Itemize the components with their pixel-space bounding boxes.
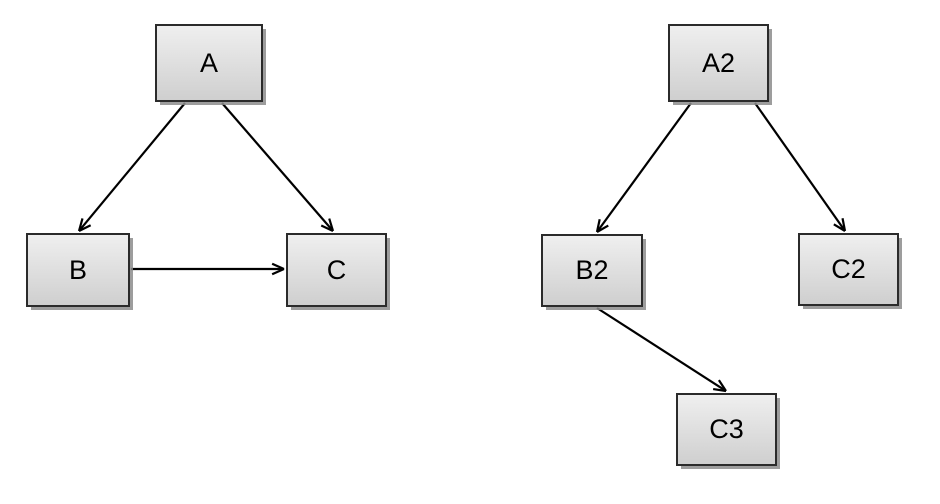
edge-b2-to-c3 — [596, 307, 727, 393]
arrowhead-barb — [271, 267, 285, 276]
edge-line — [221, 102, 333, 231]
edge-b-to-c — [131, 262, 285, 276]
node-label: C2 — [831, 254, 866, 284]
edge-a2-to-c2 — [754, 102, 847, 232]
node-b2[interactable]: B2 — [541, 234, 643, 307]
node-a[interactable]: A — [155, 24, 263, 102]
node-c2[interactable]: C2 — [798, 233, 899, 306]
node-a2[interactable]: A2 — [668, 24, 769, 102]
edge-a-to-b — [77, 102, 186, 232]
edge-line — [754, 102, 846, 231]
arrowhead-barb — [320, 224, 334, 232]
node-label: C — [326, 254, 347, 285]
arrowhead-barb — [596, 224, 609, 233]
node-label: A2 — [701, 47, 736, 78]
edge-a-to-c — [221, 102, 335, 232]
arrowhead-barb — [717, 379, 727, 392]
node-label: B2 — [575, 255, 609, 285]
node-label: C3 — [709, 414, 744, 444]
edge-line — [596, 102, 692, 232]
edge-line — [79, 102, 186, 231]
arrowhead-barb — [712, 387, 727, 393]
arrowhead-barb — [271, 262, 285, 271]
node-label: B — [68, 254, 87, 285]
edge-line — [596, 307, 726, 392]
arrowhead-barb — [595, 219, 601, 233]
node-label: A — [199, 47, 218, 78]
arrowhead-barb — [78, 224, 92, 232]
node-b[interactable]: B — [26, 233, 130, 307]
arrowhead-barb — [833, 223, 846, 232]
node-c3[interactable]: C3 — [676, 393, 777, 466]
arrowhead-barb — [841, 218, 847, 232]
arrowhead-barb — [77, 218, 84, 232]
edge-a2-to-b2 — [595, 102, 692, 233]
node-c[interactable]: C — [286, 233, 387, 307]
arrowhead-barb — [328, 218, 335, 232]
